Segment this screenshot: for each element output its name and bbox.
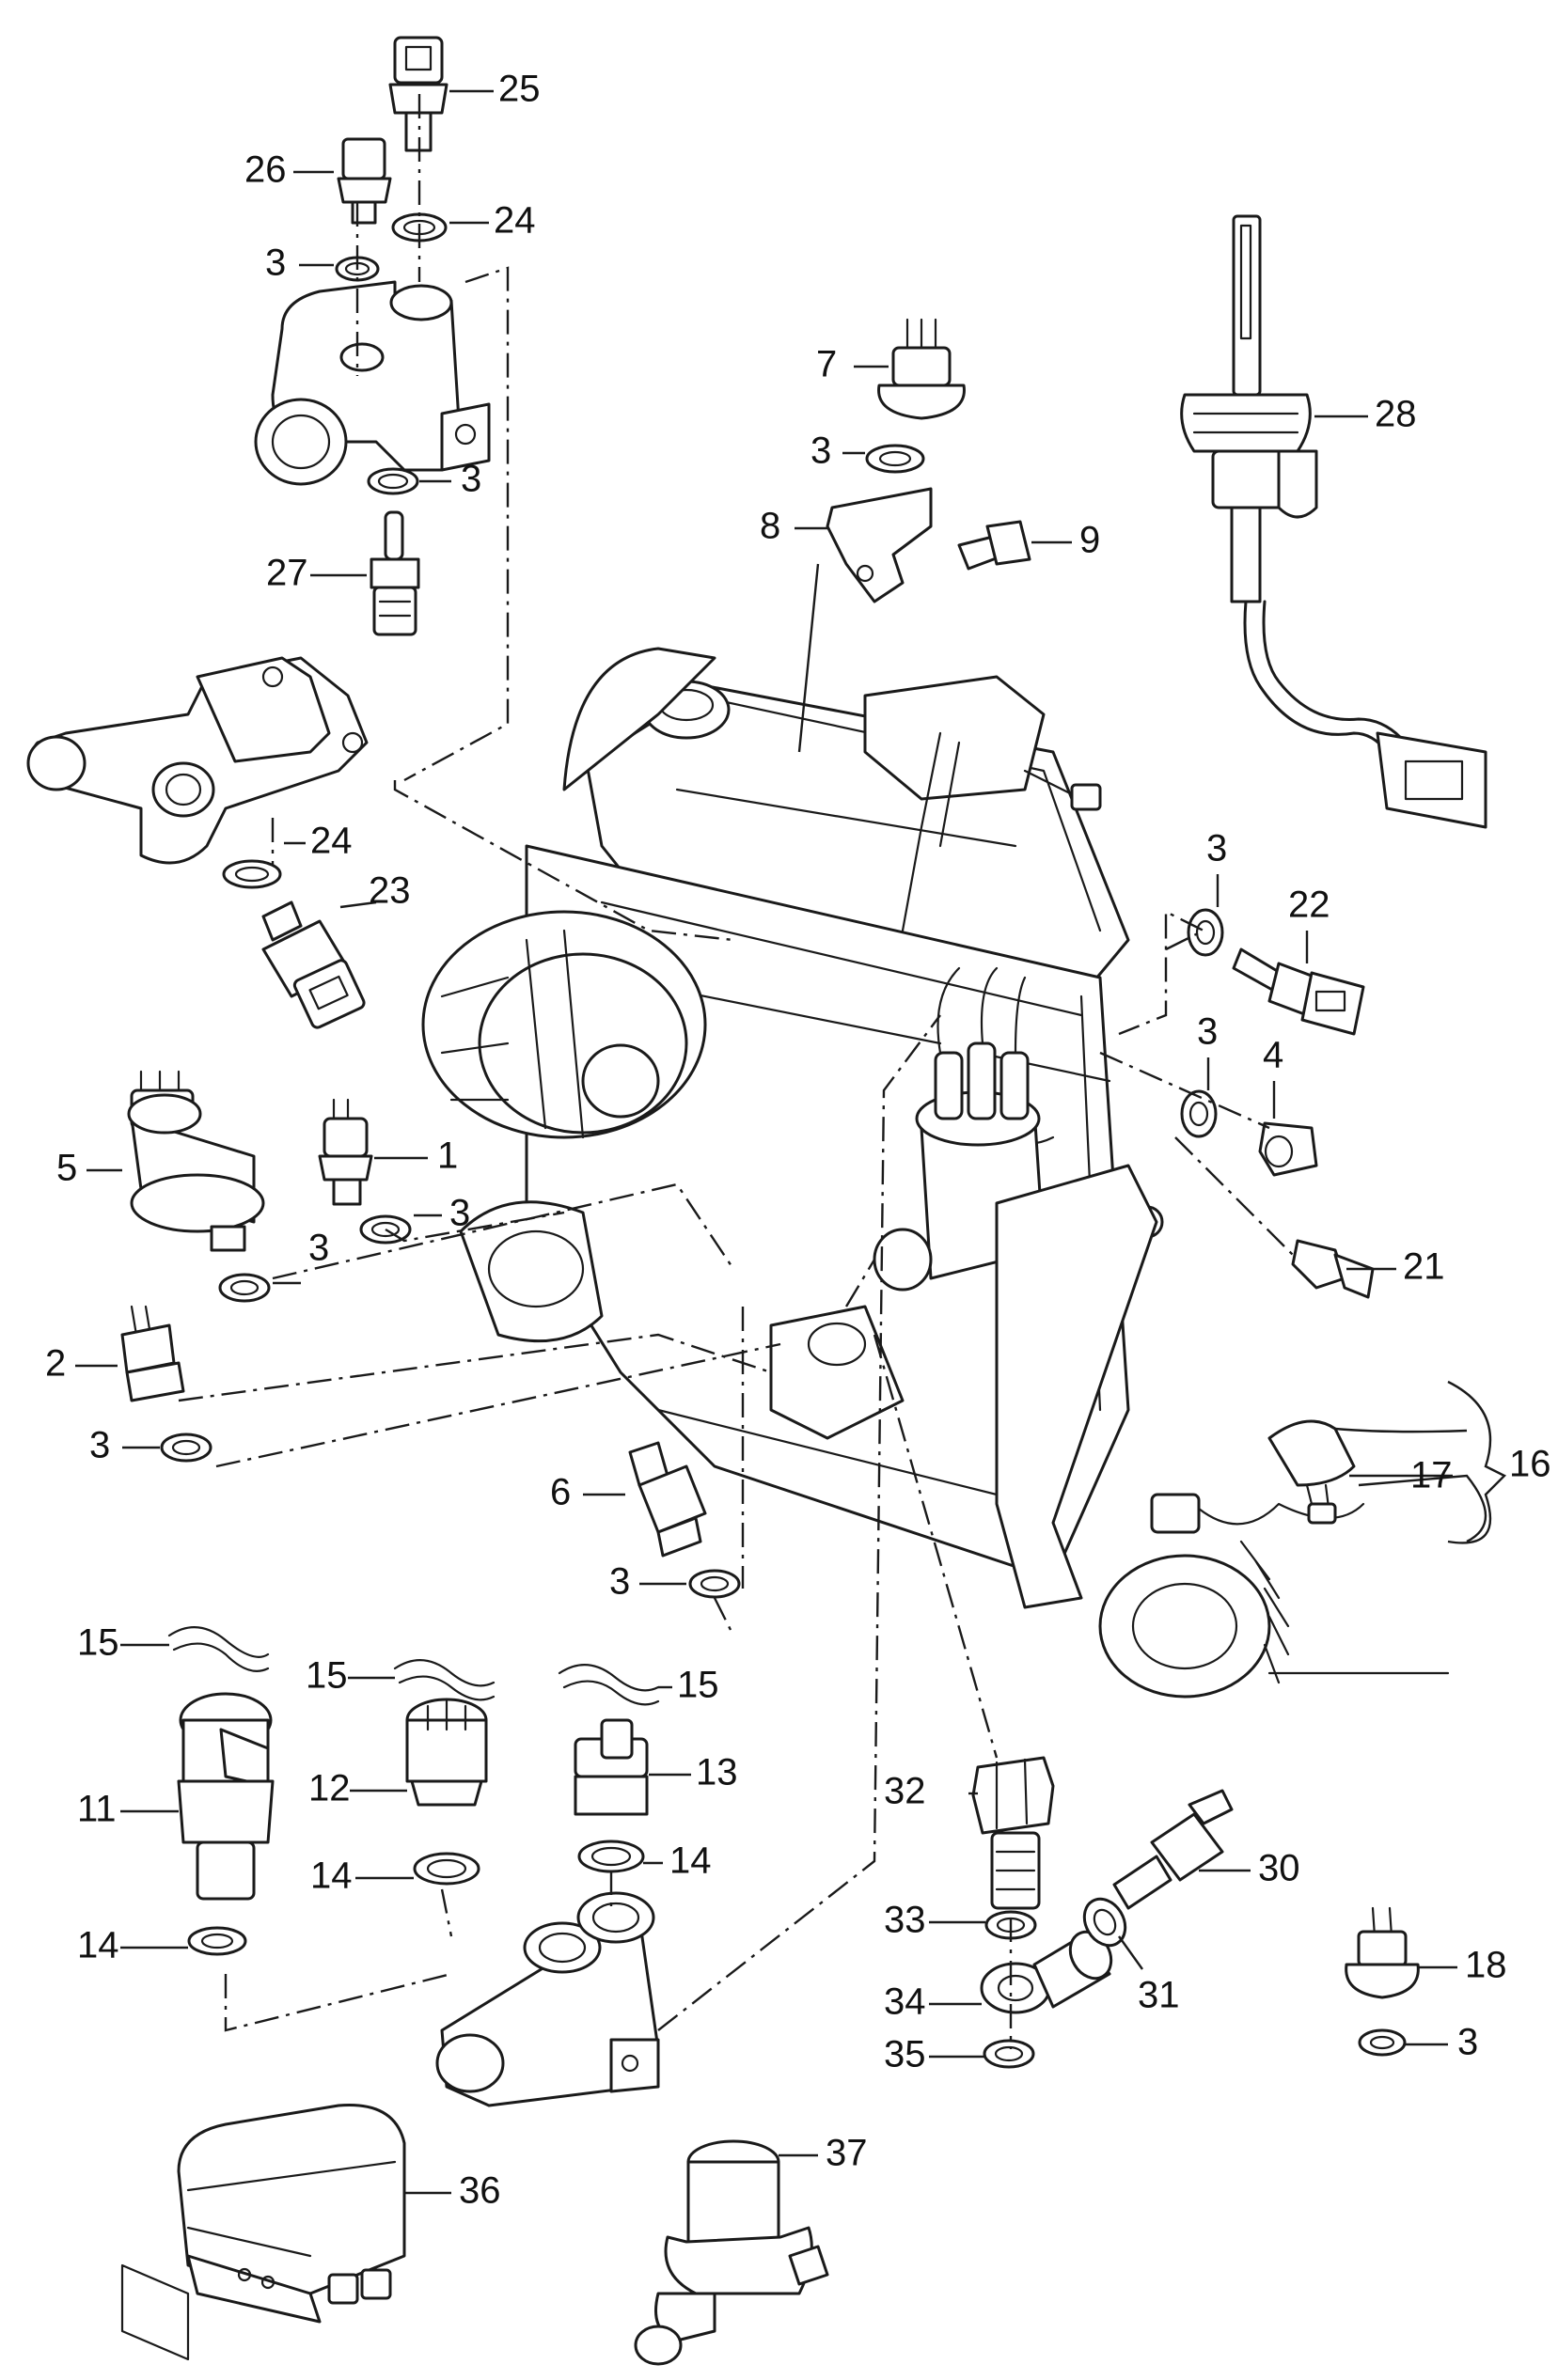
callout-28: 28 — [1375, 394, 1417, 435]
callout-8: 8 — [760, 506, 780, 547]
callout-31: 31 — [1138, 1975, 1180, 2016]
callout-3: 3 — [810, 431, 831, 472]
callout-24: 24 — [310, 821, 353, 862]
callout-23: 23 — [369, 870, 411, 912]
callout-3: 3 — [461, 459, 481, 500]
callout-18: 18 — [1465, 1945, 1507, 1986]
callout-3: 3 — [265, 243, 286, 284]
callout-16: 16 — [1509, 1444, 1551, 1485]
callout-35: 35 — [884, 2034, 926, 2075]
callout-3: 3 — [1197, 1011, 1218, 1053]
callout-25: 25 — [498, 69, 541, 110]
callout-24: 24 — [494, 200, 536, 242]
sensor-6 — [628, 1441, 741, 1599]
relay-36 — [120, 2104, 406, 2361]
callout-5: 5 — [56, 1148, 77, 1189]
banjo-sensor-group — [971, 1756, 1420, 2069]
callout-36: 36 — [459, 2170, 501, 2212]
callout-2: 2 — [45, 1343, 66, 1385]
valve-37 — [634, 2139, 829, 2366]
assembly-lines — [178, 94, 1298, 2049]
callout-26: 26 — [244, 149, 287, 191]
callout-6: 6 — [550, 1472, 571, 1513]
callout-13: 13 — [696, 1752, 738, 1793]
callout-33: 33 — [884, 1900, 926, 1941]
callout-11: 11 — [77, 1789, 117, 1830]
engine-assembly — [421, 647, 1450, 1699]
callout-9: 9 — [1079, 520, 1100, 561]
callout-15: 15 — [677, 1665, 719, 1706]
callout-17: 17 — [1410, 1455, 1453, 1496]
callout-12: 12 — [308, 1768, 351, 1809]
right-sensors — [1180, 908, 1375, 1299]
callout-14: 14 — [310, 1855, 353, 1897]
callout-22: 22 — [1288, 885, 1330, 926]
callout-37: 37 — [826, 2133, 868, 2174]
callout-1: 1 — [437, 1135, 458, 1177]
callout-3: 3 — [308, 1228, 329, 1269]
left-sensors — [120, 1070, 412, 1463]
callout-15: 15 — [77, 1622, 119, 1664]
callout-3: 3 — [1457, 2022, 1478, 2063]
callout-14: 14 — [77, 1925, 119, 1966]
callout-labels: 25 26 24 3 3 27 7 3 8 9 28 24 23 3 22 3 … — [45, 69, 1551, 2212]
callout-7: 7 — [816, 344, 837, 385]
callout-3: 3 — [609, 1561, 630, 1603]
callout-15: 15 — [306, 1655, 348, 1697]
callout-32: 32 — [884, 1771, 926, 1812]
callout-27: 27 — [266, 553, 308, 594]
callout-3: 3 — [1206, 828, 1227, 869]
upper-coolant-flange — [254, 36, 491, 636]
callout-34: 34 — [884, 1981, 926, 2023]
callout-14: 14 — [669, 1840, 712, 1882]
callout-30: 30 — [1258, 1848, 1300, 1889]
callout-3: 3 — [89, 1425, 110, 1466]
callout-3: 3 — [449, 1193, 470, 1234]
sensor-7-bracket — [797, 318, 1031, 753]
leader-lines — [75, 89, 1507, 2195]
radiator-switches — [167, 1626, 660, 2107]
sensor-28-sender — [1180, 214, 1487, 829]
callout-4: 4 — [1263, 1035, 1283, 1076]
lower-coolant-flange — [26, 656, 369, 1029]
callout-21: 21 — [1403, 1246, 1445, 1288]
